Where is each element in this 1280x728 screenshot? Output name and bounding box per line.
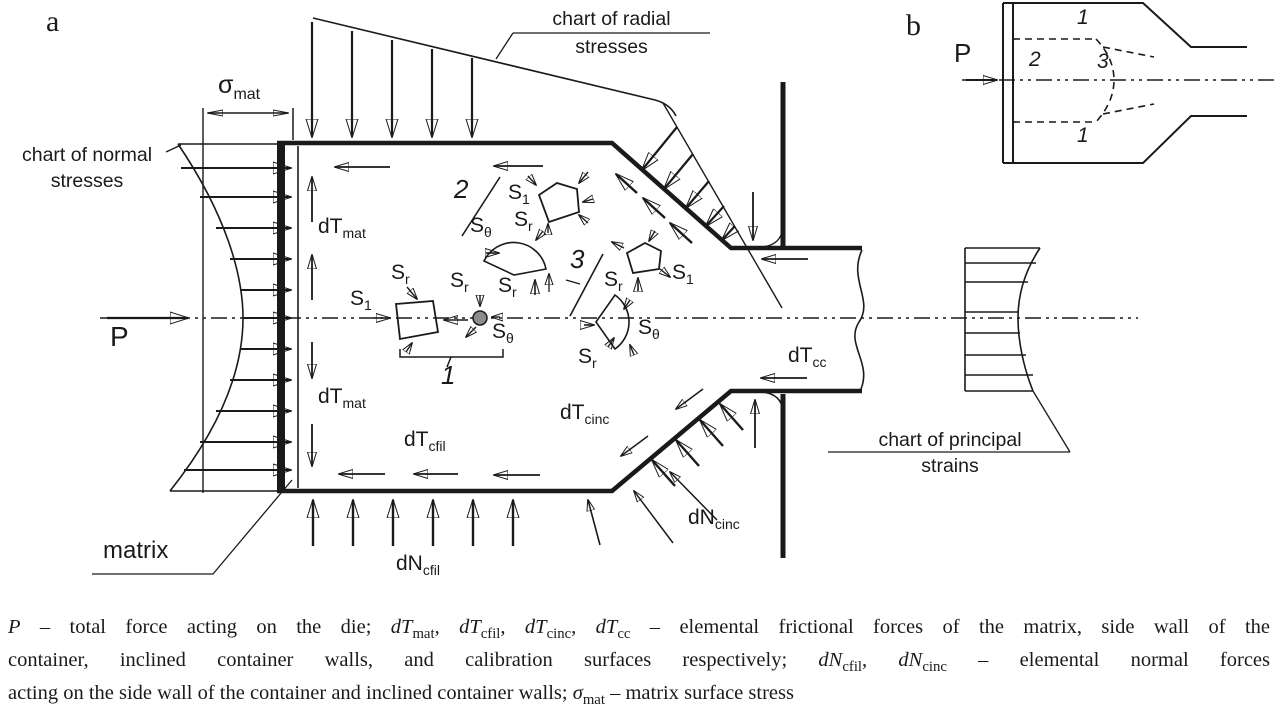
sr-label-g2a: Sr: [514, 208, 533, 235]
panel-a-label: a: [46, 5, 60, 38]
caption-line-3: acting on the side wall of the container…: [8, 682, 794, 709]
sr-label-g1a: Sr: [391, 261, 410, 288]
dTmat-bottom-label: dTmat: [318, 385, 366, 412]
figure-caption: P – total force acting on the die; dTmat…: [8, 611, 1270, 710]
dTcinc-arrows: [621, 388, 704, 456]
p-label-b: P: [954, 38, 972, 68]
s1-label-g2: S1: [508, 181, 530, 208]
panel-b-label: b: [906, 9, 921, 42]
chart-principal-label: chart of principal strains: [878, 429, 1022, 477]
incline-friction-arrows-top: [616, 174, 693, 244]
axis-point-dot: [472, 310, 488, 326]
diagram-canvas: [92, 2, 1274, 575]
matrix-label-leader: [92, 479, 293, 575]
caption-line-1: P – total force acting on the die; dTmat…: [8, 616, 1271, 643]
die-outline: [277, 82, 865, 558]
zone3-label: 3: [1097, 50, 1109, 73]
stress-element-group1: [374, 286, 504, 368]
panel-b-zones: [1013, 38, 1155, 123]
group2-number: 2: [454, 174, 469, 204]
normal-stress-chart: [165, 108, 298, 493]
principal-strains-chart: [828, 247, 1071, 453]
dTcc-label: dTcc: [788, 344, 827, 371]
stheta-label-g3: Sθ: [638, 316, 660, 343]
stheta-label-g2: Sθ: [470, 214, 492, 241]
radial-label-leader: [495, 32, 710, 60]
caption-line-2: container, inclined container walls, and…: [8, 649, 1271, 676]
sigma-mat-dimension: [208, 108, 294, 140]
radial-stress-chart: [312, 17, 735, 240]
panel-b-outline: [1002, 2, 1247, 164]
sr-label-g2b: Sr: [498, 274, 517, 301]
s1-label-g3: S1: [672, 261, 694, 288]
dNcfil-label: dNcfil: [396, 552, 440, 579]
fan-sector-2: [482, 241, 547, 276]
chart-radial-label: chart of radial stresses: [552, 8, 671, 58]
sr-label-g3a: Sr: [604, 268, 623, 295]
stheta-label-g1: Sθ: [492, 320, 514, 347]
dTmat-top-label: dTmat: [318, 215, 366, 242]
dTcfil-label: dTcfil: [404, 428, 446, 455]
fan-sector-3: [595, 293, 630, 351]
zone2-label: 2: [1029, 48, 1041, 71]
friction-arrows-inside: [312, 166, 808, 475]
sr-label-g1b: Sr: [450, 269, 469, 296]
sigma-mat-label: σmat: [218, 71, 261, 103]
principal-label-leader: [828, 390, 1071, 453]
group1-bracket: [399, 349, 504, 358]
group3-number: 3: [570, 244, 585, 274]
chart-normal-label: chart of normal stresses: [21, 144, 153, 192]
break-line: [854, 249, 865, 390]
sr-label-g3b: Sr: [578, 345, 597, 372]
stress-element-group2: [461, 171, 593, 295]
s1-label-g1: S1: [350, 287, 372, 314]
dNcfil-arrows: [313, 500, 601, 546]
zone1-bottom-label: 1: [1077, 124, 1089, 147]
group1-number: 1: [441, 360, 456, 390]
dNcinc-arrows: [634, 404, 744, 544]
matrix-label: matrix: [103, 537, 169, 564]
dTcinc-label: dTcinc: [560, 401, 610, 428]
zone1-top-label: 1: [1077, 6, 1089, 29]
p-label-a: P: [110, 321, 129, 352]
dNcinc-label: dNcinc: [688, 506, 740, 533]
stress-element-group3: [565, 231, 670, 355]
